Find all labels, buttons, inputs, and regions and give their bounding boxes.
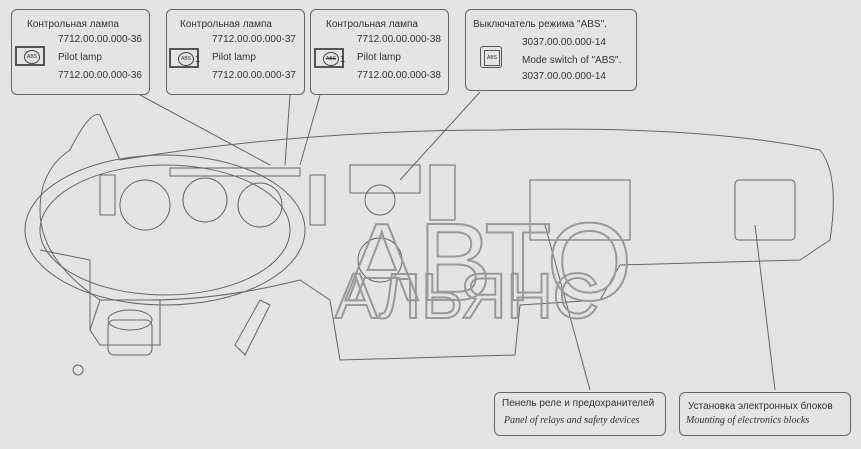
callout-electronics-blocks: Установка электронных блоков Mounting of… <box>679 392 851 436</box>
callout-abs-mode-switch: Выключатель режима "ABS". 3037.00.00.000… <box>465 9 637 91</box>
title-en: Mounting of electronics blocks <box>686 415 810 426</box>
title-en: Mode switch of "ABS". <box>522 55 622 66</box>
part-number-en: 7712.00.00.000-36 <box>58 70 142 81</box>
title-en: Panel of relays and safety devices <box>504 415 640 426</box>
callout-pilot-lamp-36: Контрольная лампа 7712.00.00.000-36 ABS … <box>11 9 150 95</box>
title-ru: Пенель реле и предохранителей <box>502 398 655 409</box>
part-number: 3037.00.00.000-14 <box>522 37 606 48</box>
part-number: 7712.00.00.000-37 <box>212 34 296 45</box>
callout-relay-panel: Пенель реле и предохранителей Panel of r… <box>494 392 666 436</box>
title-ru: Контрольная лампа <box>180 19 272 30</box>
abs-switch-icon: ABS <box>480 46 502 68</box>
title-en: Pilot lamp <box>58 52 102 63</box>
part-number: 7712.00.00.000-36 <box>58 34 142 45</box>
title-ru: Установка электронных блоков <box>688 401 833 412</box>
title-en: Pilot lamp <box>357 52 401 63</box>
title-ru: Выключатель режима "ABS". <box>473 19 607 30</box>
abs-lamp-icon: ABS <box>15 46 45 66</box>
title-ru: Контрольная лампа <box>326 19 418 30</box>
title-ru: Контрольная лампа <box>27 19 119 30</box>
watermark-line1: АВТО <box>345 201 632 324</box>
part-number: 7712.00.00.000-38 <box>357 34 441 45</box>
part-number-en: 3037.00.00.000-14 <box>522 71 606 82</box>
title-en: Pilot lamp <box>212 52 256 63</box>
part-number-en: 7712.00.00.000-37 <box>212 70 296 81</box>
part-number-en: 7712.00.00.000-38 <box>357 70 441 81</box>
watermark-line2: АЛЬЯНС <box>335 260 599 332</box>
